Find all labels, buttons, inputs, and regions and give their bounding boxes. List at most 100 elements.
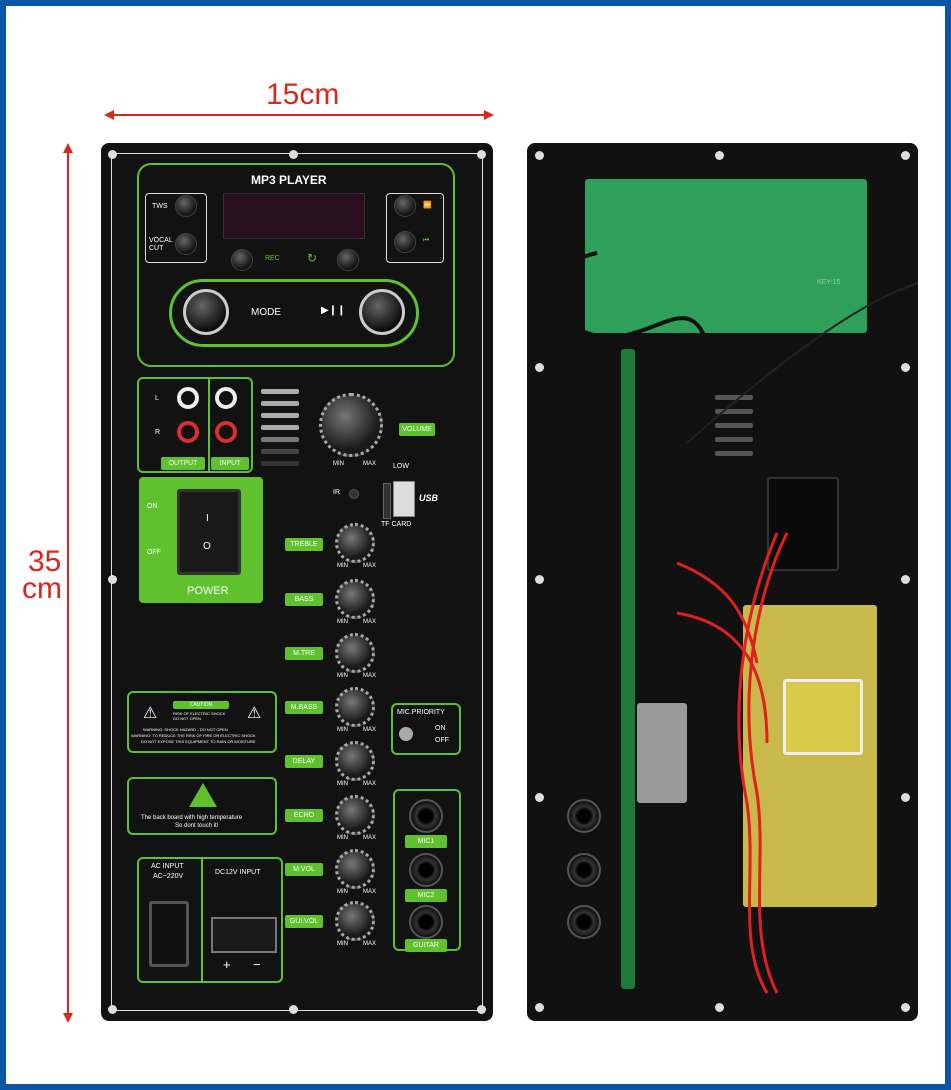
output-left-rca-jack[interactable]	[177, 387, 199, 409]
knob-max-label: MAX	[363, 727, 377, 733]
repeat-button[interactable]	[337, 249, 359, 271]
mic-volume-knob[interactable]	[335, 849, 375, 889]
usb-label: USB	[419, 493, 439, 503]
mount-hole	[108, 1005, 117, 1014]
tws-button[interactable]	[175, 195, 197, 217]
knob-max-label: MAX	[363, 941, 377, 947]
dc-input-label: DC12V INPUT	[215, 869, 261, 876]
ir-receiver-label: IR	[333, 489, 340, 496]
output-right-rca-jack[interactable]	[177, 421, 199, 443]
power-on-label: ON	[147, 503, 158, 510]
warning-icon-left: ⚠	[143, 705, 158, 722]
heat-warning-line-2: So dont touch it!	[175, 823, 219, 829]
amplifier-front-panel: MP3 PLAYER TWS VOCAL CUT ⏩ ⏮ REC ↻ MODE …	[101, 143, 493, 1021]
caution-panel	[127, 691, 277, 753]
record-button[interactable]	[231, 249, 253, 271]
record-label: REC	[265, 255, 280, 262]
power-rocker-switch[interactable]	[177, 489, 241, 575]
guitar-label: GUITAR	[405, 939, 447, 952]
rca-io-divider	[208, 377, 210, 473]
next-track-button[interactable]	[394, 195, 416, 217]
mount-hole	[477, 150, 486, 159]
caution-line-2: WARNING: TO REDUCE THE RISK OF FIRE OR E…	[131, 733, 256, 738]
dc-minus-label: −	[253, 957, 261, 972]
delay-knob[interactable]	[335, 741, 375, 781]
tf-card-label: TF CARD	[381, 521, 412, 528]
mic-priority-switch[interactable]	[399, 727, 413, 741]
mount-hole	[535, 151, 544, 160]
guitar-jack[interactable]	[409, 905, 443, 939]
back-vent	[715, 395, 753, 400]
height-dimension-arrow	[63, 143, 73, 1023]
caution-title: CAUTION	[173, 701, 229, 709]
power-switch-off-mark: O	[203, 541, 211, 552]
power-off-label: OFF	[147, 549, 161, 556]
rear-jack	[567, 799, 601, 833]
mic-treble-knob[interactable]	[335, 633, 375, 673]
mic-priority-title: MIC.PRIORITY	[397, 709, 445, 716]
dc-terminal-block[interactable]	[211, 917, 277, 953]
mic-bass-knob[interactable]	[335, 687, 375, 727]
control-label-mic-volume: M.VOL	[285, 863, 323, 876]
guitar-volume-knob[interactable]	[335, 901, 375, 941]
knob-max-label: MAX	[363, 673, 377, 679]
next-track-icon: ⏩	[423, 202, 432, 209]
vocal-cut-button[interactable]	[175, 233, 197, 255]
mount-hole	[901, 1003, 910, 1012]
mp3-player-title: MP3 PLAYER	[251, 173, 327, 187]
play-pause-button[interactable]	[359, 289, 405, 335]
control-pcb	[585, 179, 867, 333]
mount-hole	[108, 575, 117, 584]
knob-max-label: MAX	[363, 781, 377, 787]
volume-knob[interactable]	[319, 393, 383, 457]
width-dimension-label: 15cm	[266, 78, 340, 111]
height-dimension-label-unit: cm	[22, 572, 62, 605]
control-label-guitar-volume: GUI.VOL	[285, 915, 323, 928]
right-channel-label: R	[155, 429, 161, 436]
echo-knob[interactable]	[335, 795, 375, 835]
mic-priority-off-label: OFF	[435, 737, 449, 744]
dc-plus-label: +	[223, 957, 231, 972]
volume-label: VOLUME	[399, 423, 435, 436]
level-meter-bar	[261, 461, 299, 466]
heat-warning-line-1: The back board with high temperature	[141, 815, 243, 821]
vocal-cut-label: VOCAL CUT	[149, 237, 173, 252]
knob-min-label: MIN	[337, 727, 348, 733]
control-label-treble: TREBLE	[285, 538, 323, 551]
power-input-panel	[137, 857, 283, 983]
knob-max-label: MAX	[363, 835, 377, 841]
input-right-rca-jack[interactable]	[215, 421, 237, 443]
treble-knob[interactable]	[335, 523, 375, 563]
mode-label: MODE	[251, 307, 281, 318]
level-meter-bar	[261, 449, 299, 454]
transformer	[783, 679, 863, 755]
caution-line-1: WARNING: SHOCK HAZARD - DO NOT OPEN	[143, 727, 228, 732]
repeat-icon: ↻	[307, 251, 318, 265]
bass-knob[interactable]	[335, 579, 375, 619]
back-vent	[715, 437, 753, 442]
level-meter-bar	[261, 425, 299, 430]
mic1-jack[interactable]	[409, 799, 443, 833]
level-meter-bar	[261, 437, 299, 442]
caution-subtitle: RISK OF ELECTRIC SHOCK DO NOT OPEN	[173, 711, 226, 721]
mic2-jack[interactable]	[409, 853, 443, 887]
tf-card-slot[interactable]	[383, 483, 391, 519]
level-meter-bar	[261, 413, 299, 418]
power-label: POWER	[187, 585, 229, 597]
volume-min-label: MIN	[333, 461, 344, 467]
previous-track-button[interactable]	[394, 231, 416, 253]
width-dimension-arrow	[104, 110, 494, 120]
track-buttons-group	[386, 193, 444, 263]
mic2-label: MIC2	[405, 889, 447, 902]
ac-power-socket[interactable]	[149, 901, 189, 967]
heatsink	[637, 703, 687, 803]
control-label-mic-bass: M.BASS	[285, 701, 323, 714]
mic1-label: MIC1	[405, 835, 447, 848]
knob-max-label: MAX	[363, 563, 377, 569]
input-left-rca-jack[interactable]	[215, 387, 237, 409]
knob-min-label: MIN	[337, 563, 348, 569]
amplifier-back-board: KEY-15	[527, 143, 918, 1021]
usb-port[interactable]	[393, 481, 415, 517]
mode-button[interactable]	[183, 289, 229, 335]
mic-priority-on-label: ON	[435, 725, 446, 732]
